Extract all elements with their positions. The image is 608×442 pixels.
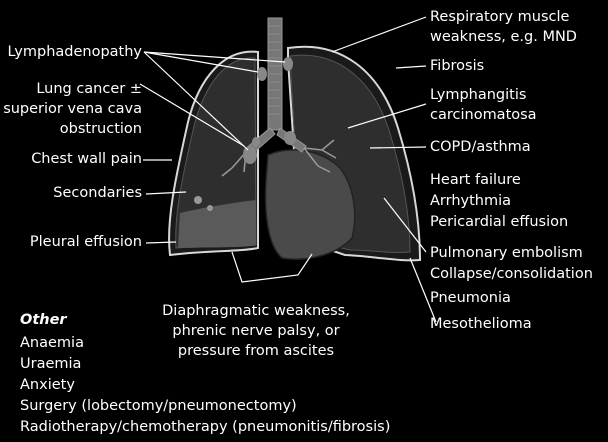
label-pleural-effusion: Pleural effusion (30, 232, 142, 252)
other-item: Radiotherapy/chemotherapy (pneumonitis/f… (20, 417, 390, 437)
other-heading: Other (20, 310, 67, 330)
label-heart-failure: Heart failure (430, 170, 521, 190)
label-resp-muscle-line2: weakness, e.g. MND (430, 27, 577, 47)
secondary-2 (207, 205, 213, 211)
label-pneumonia: Pneumonia (430, 288, 511, 308)
lymph-node-right (257, 67, 267, 81)
hilar-mass-right (243, 146, 257, 164)
label-lung-cancer-line2: superior vena cava (3, 99, 142, 119)
label-diaphragm-line3: pressure from ascites (136, 341, 376, 361)
label-fibrosis: Fibrosis (430, 56, 484, 76)
label-diaphragm-line1: Diaphragmatic weakness, (136, 301, 376, 321)
hilar-node-small (252, 137, 260, 147)
label-copd-asthma: COPD/asthma (430, 137, 531, 157)
label-pulmonary-embolism: Pulmonary embolism (430, 243, 583, 263)
secondary-1 (194, 196, 202, 204)
label-secondaries: Secondaries (53, 183, 142, 203)
other-item: Surgery (lobectomy/pneumonectomy) (20, 396, 297, 416)
label-lung-cancer-line3: obstruction (60, 119, 142, 139)
label-diaphragm-line2: phrenic nerve palsy, or (136, 321, 376, 341)
label-resp-muscle-line1: Respiratory muscle (430, 7, 569, 27)
other-item: Anxiety (20, 375, 75, 395)
label-lymphangitis-line2: carcinomatosa (430, 105, 537, 125)
other-item: Uraemia (20, 354, 81, 374)
label-mesothelioma: Mesothelioma (430, 314, 532, 334)
label-chest-wall-pain: Chest wall pain (31, 149, 142, 169)
label-pericardial-effusion: Pericardial effusion (430, 212, 568, 232)
label-arrhythmia: Arrhythmia (430, 191, 511, 211)
other-item: Anaemia (20, 333, 84, 353)
label-lymphadenopathy: Lymphadenopathy (8, 42, 142, 62)
label-lung-cancer-line1: Lung cancer ± (36, 79, 142, 99)
hilar-mass-left (284, 131, 296, 145)
label-collapse-consolidation: Collapse/consolidation (430, 264, 593, 284)
lymph-node-left (283, 57, 293, 71)
label-lymphangitis-line1: Lymphangitis (430, 85, 526, 105)
